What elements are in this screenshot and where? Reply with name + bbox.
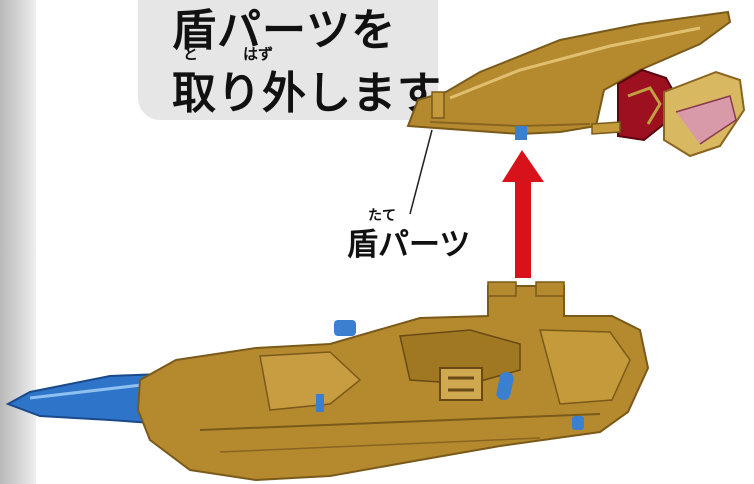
shield-part [406,10,746,158]
instruction-line-1: 盾パーツを [172,5,397,56]
ruby-hazu: はず [243,45,274,63]
weapon-body [5,281,650,482]
up-arrow-icon [502,150,544,278]
ruby-to: と [183,45,199,63]
leader-line [409,129,433,215]
shield-part-label: 盾パーツ [347,227,471,263]
label-ruby-tate: たて [368,208,396,224]
instruction-callout-box [138,0,438,120]
